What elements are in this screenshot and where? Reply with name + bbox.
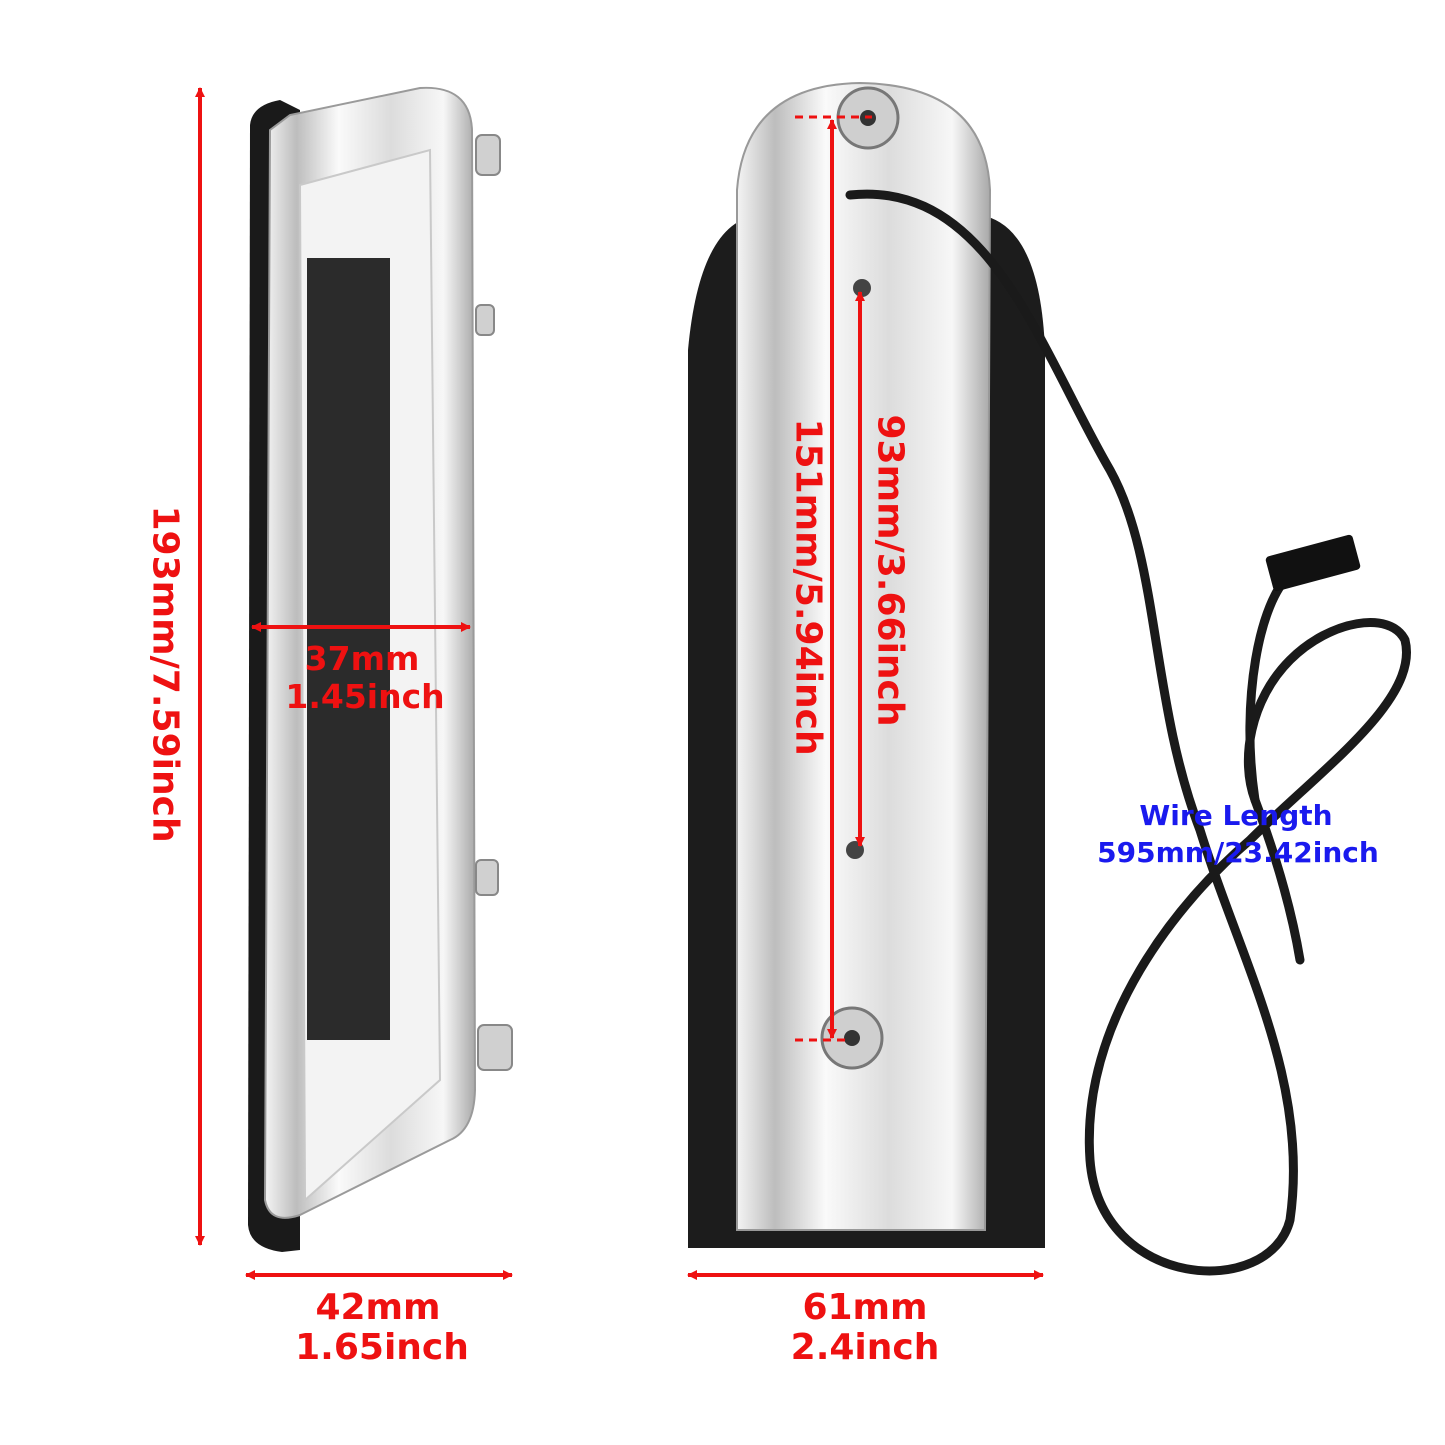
inner-width-mm-label: 37mm xyxy=(304,639,420,678)
side-view-product xyxy=(248,86,513,1252)
mounting-studs xyxy=(475,134,513,1071)
front-width-mm-label: 61mm xyxy=(802,1287,928,1328)
inner-width-inch-label: 1.45inch xyxy=(285,677,445,716)
wire-connector xyxy=(1265,534,1361,592)
wire-length-title: Wire Length xyxy=(1139,799,1333,832)
dimension-lines xyxy=(195,87,1044,1280)
hole-span-outer-label: 151mm/5.94inch xyxy=(787,418,829,756)
height-label: 193mm/7.59inch xyxy=(144,505,186,843)
side-lens-panel xyxy=(307,258,390,1040)
side-depth-mm-label: 42mm xyxy=(315,1287,441,1328)
front-width-inch-label: 2.4inch xyxy=(790,1327,940,1368)
side-depth-inch-label: 1.65inch xyxy=(295,1327,469,1368)
hole-span-inner-label: 93mm/3.66inch xyxy=(869,414,911,727)
wire-length-value: 595mm/23.42inch xyxy=(1097,836,1379,869)
